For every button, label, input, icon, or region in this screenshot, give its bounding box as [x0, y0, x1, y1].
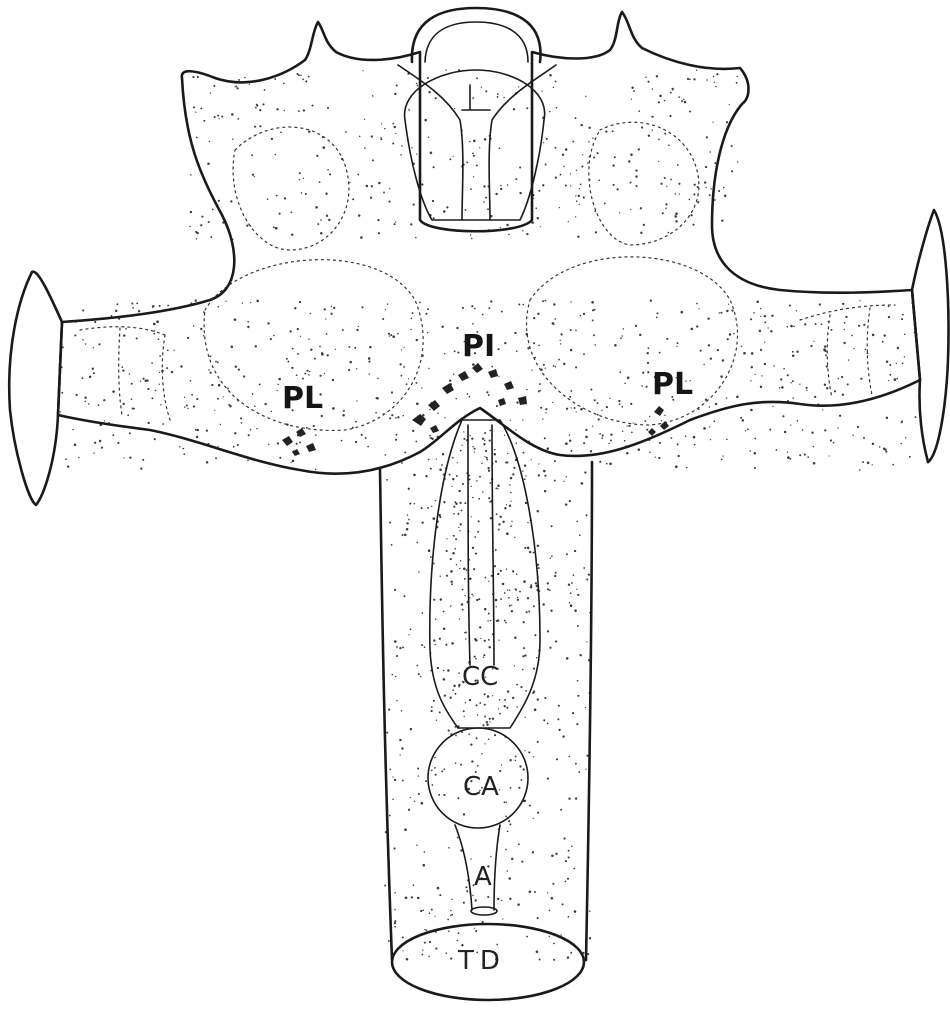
tubular-duct-left-wall: [380, 470, 392, 960]
label-pars-lateralis-left: PL: [282, 384, 323, 414]
label-pars-intercerebralis: PI: [462, 332, 495, 362]
label-corpora-cardiaca: CC: [462, 664, 498, 690]
label-tubular-duct: TD: [458, 948, 506, 974]
label-pars-lateralis-right: PL: [652, 370, 693, 400]
left-optic-lobe: [9, 272, 62, 505]
lobe-left-upper: [233, 127, 349, 250]
label-aorta: A: [474, 864, 492, 890]
dorsal-arch: [412, 8, 541, 62]
cc-inner-channel: [468, 425, 494, 665]
tubular-duct-right-wall: [586, 462, 592, 960]
right-optic-lobe: [912, 210, 948, 462]
aorta-opening: [471, 907, 497, 915]
central-body-outline: [405, 70, 545, 220]
lobe-right-upper: [589, 122, 699, 245]
arch-inner: [425, 22, 528, 62]
label-corpus-allatum: CA: [463, 774, 499, 800]
brain-outline: [58, 12, 920, 474]
